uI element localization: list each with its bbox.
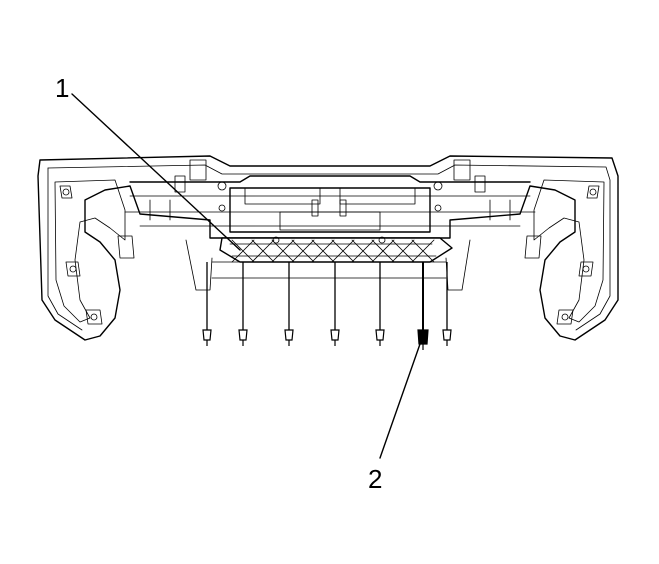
callout-2: 2	[368, 464, 382, 494]
fastener-2	[238, 262, 248, 346]
grille-mesh	[231, 239, 435, 263]
lower-grille	[219, 236, 453, 263]
fastener-head	[238, 329, 248, 341]
fastener-head	[330, 329, 340, 341]
callout-1: 1	[55, 73, 69, 103]
center-reinforcement	[124, 159, 536, 233]
fastener-1	[202, 262, 212, 346]
fastener-6	[417, 262, 429, 350]
fastener-head	[417, 329, 429, 345]
leader-lines	[71, 93, 421, 459]
fasteners	[202, 262, 452, 350]
fastener-4	[330, 262, 340, 346]
leader-line-1	[71, 93, 241, 251]
leader-line-2	[379, 343, 421, 459]
fastener-head	[284, 329, 294, 341]
bumper-fascia	[37, 155, 619, 341]
fastener-5	[375, 262, 385, 346]
fastener-7	[442, 262, 452, 346]
fastener-head	[442, 329, 452, 341]
fastener-head	[375, 329, 385, 341]
fastener-3	[284, 262, 294, 346]
fastener-head	[202, 329, 212, 341]
